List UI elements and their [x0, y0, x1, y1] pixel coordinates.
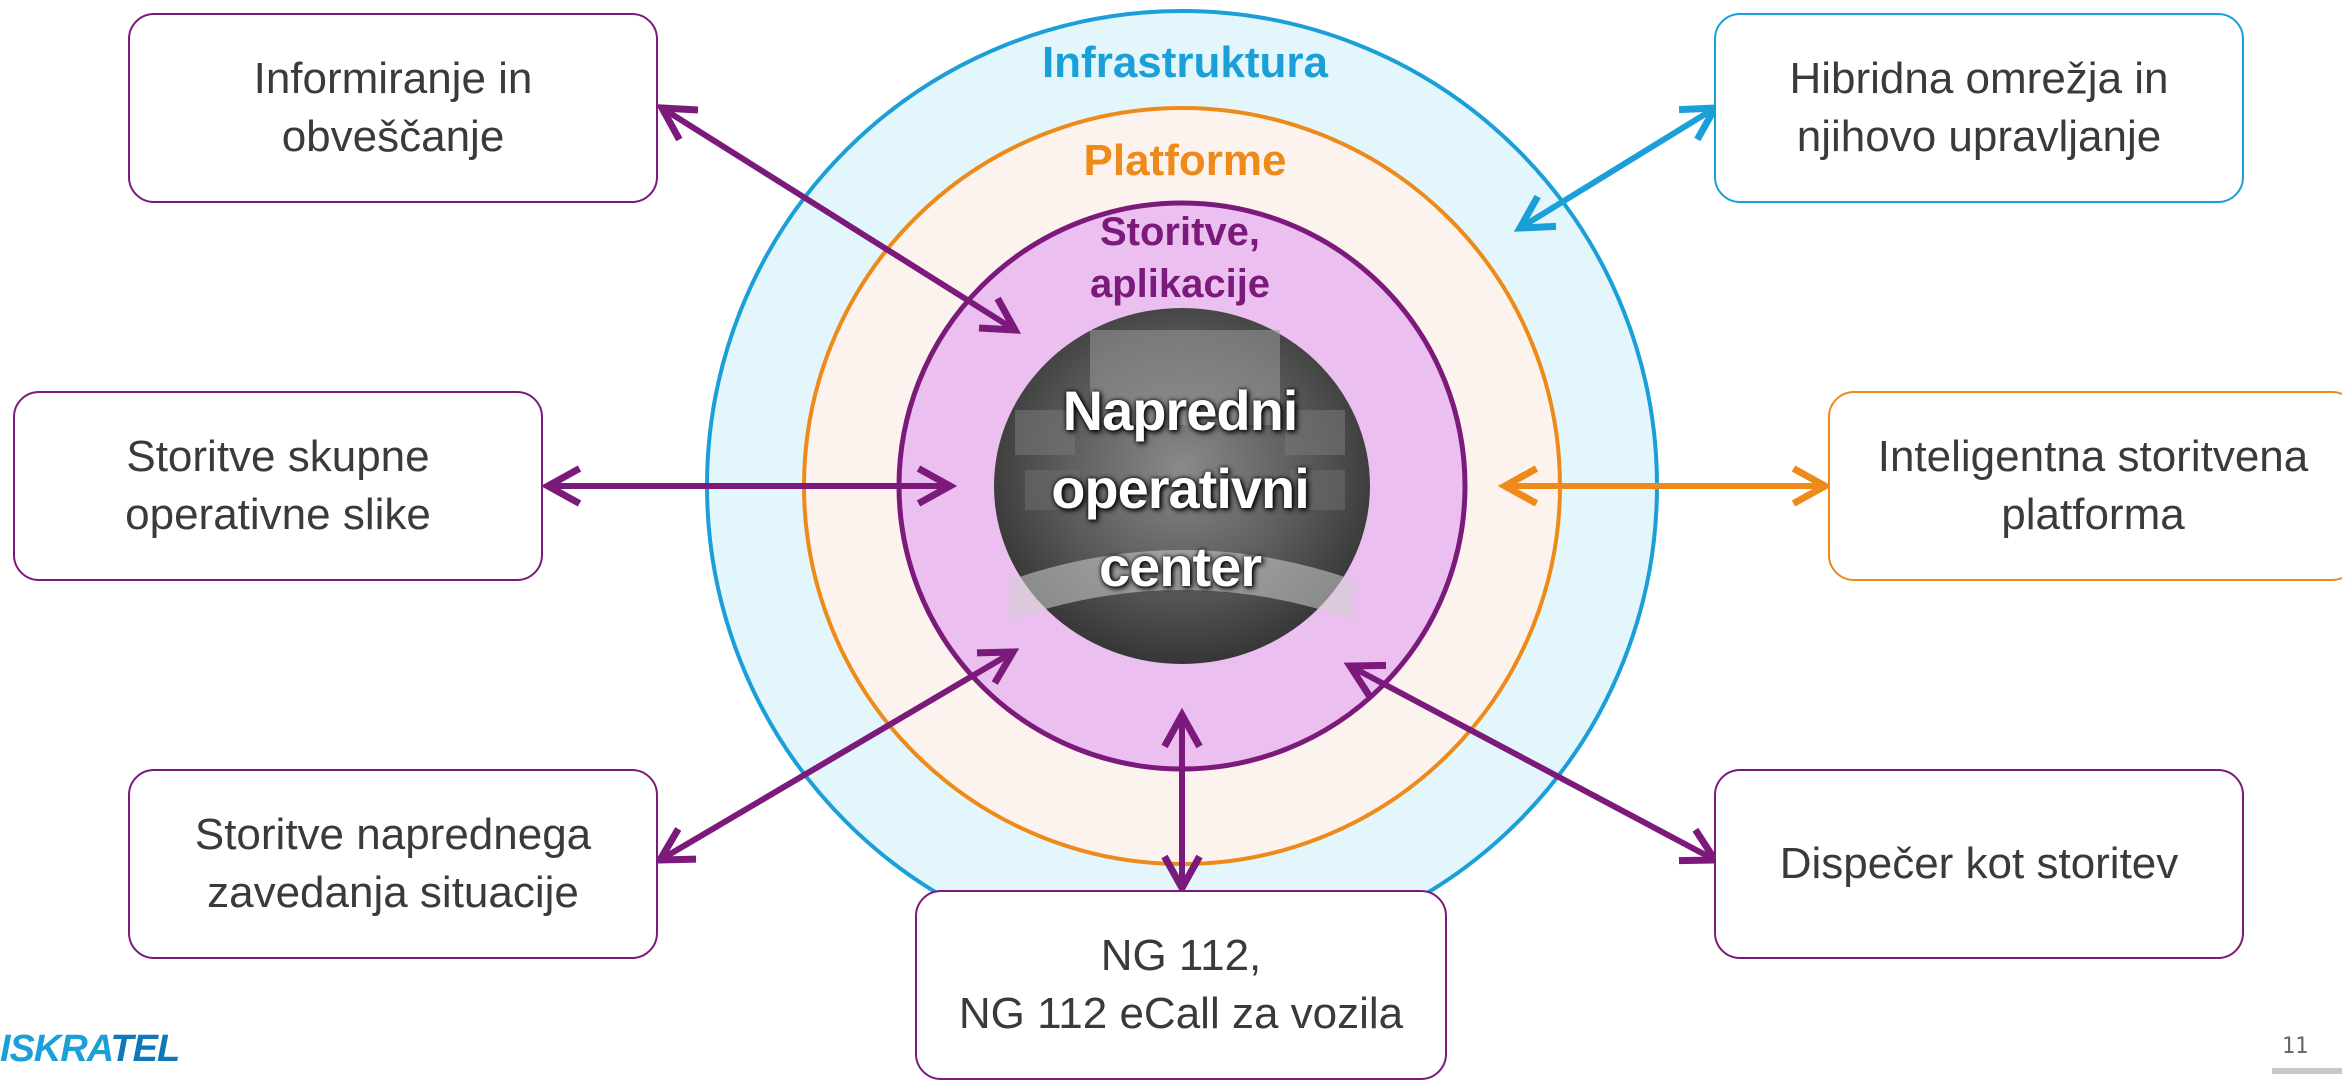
box-dispecer: Dispečer kot storitev: [1714, 769, 2244, 959]
box-informiranje: Informiranje in obveščanje: [128, 13, 658, 203]
box-ng112-line1: NG 112,: [1100, 931, 1262, 980]
box-dispecer-line1: Dispečer kot storitev: [1779, 839, 2179, 888]
box-platforma-line2: platforma: [2001, 490, 2185, 539]
box-informiranje-line2: obveščanje: [281, 112, 505, 161]
label-platforms: Platforme: [1083, 136, 1287, 185]
box-ng112-line2: NG 112 eCall za vozila: [958, 989, 1404, 1038]
center-title-line3: center: [1098, 535, 1262, 598]
box-zavedanje: Storitve naprednega zavedanja situacije: [128, 769, 658, 959]
box-hibridna-line2: njihovo upravljanje: [1796, 112, 2162, 161]
box-informiranje-line1: Informiranje in: [253, 54, 533, 103]
page-number: 11: [2281, 1034, 2309, 1059]
center-title: Napredni operativni center: [1000, 372, 1360, 606]
label-services-line2: aplikacije: [1089, 262, 1271, 306]
box-skupne-slike: Storitve skupne operativne slike: [13, 391, 543, 581]
arrow-dispecer: [1350, 666, 1715, 860]
box-ng112: NG 112, NG 112 eCall za vozila: [915, 890, 1447, 1080]
box-hibridna: Hibridna omrežja in njihovo upravljanje: [1714, 13, 2244, 203]
box-skupne-slike-line2: operativne slike: [125, 490, 431, 539]
label-infrastructure: Infrastruktura: [1041, 38, 1329, 87]
box-zavedanje-line1: Storitve naprednega: [194, 810, 592, 859]
box-platforma-line1: Inteligentna storitvena: [1877, 432, 2309, 481]
logo-part2: TEL: [110, 1028, 180, 1070]
page-number-underline: [2272, 1068, 2342, 1074]
arrow-zavedanje: [660, 652, 1013, 860]
box-hibridna-line1: Hibridna omrežja in: [1789, 54, 2169, 103]
control-room-photo: [994, 308, 1370, 664]
box-skupne-slike-line1: Storitve skupne: [126, 432, 430, 481]
arrow-hibridna: [1520, 108, 1715, 228]
arrow-informiranje: [662, 108, 1015, 330]
logo-part1: ISKRA: [0, 1028, 111, 1070]
label-services: Storitve, aplikacije: [1030, 206, 1330, 310]
label-services-line1: Storitve,: [1099, 210, 1261, 254]
center-title-line2: operativni: [1051, 457, 1310, 520]
box-zavedanje-line2: zavedanja situacije: [207, 868, 579, 917]
box-platforma: Inteligentna storitvena platforma: [1828, 391, 2342, 581]
iskratel-logo: ISKRATEL: [0, 1028, 180, 1071]
center-title-line1: Napredni: [1062, 379, 1299, 442]
